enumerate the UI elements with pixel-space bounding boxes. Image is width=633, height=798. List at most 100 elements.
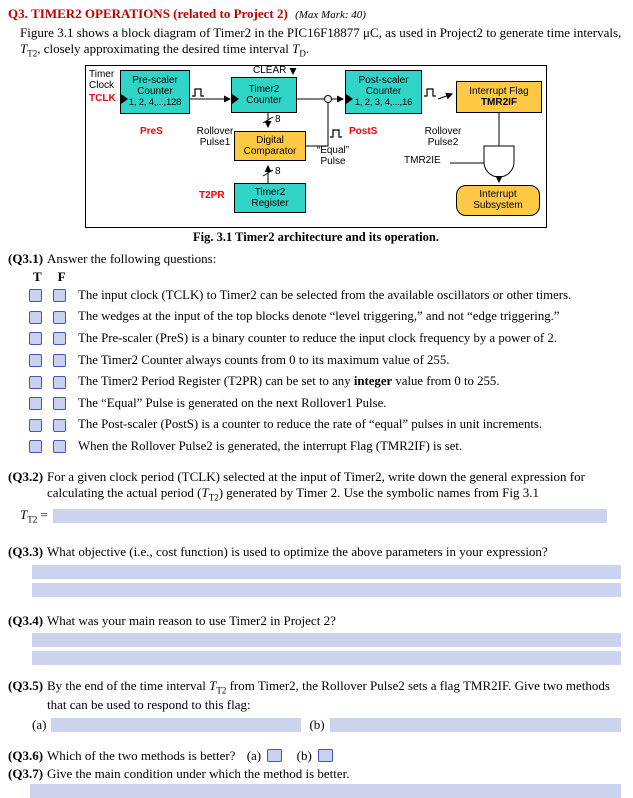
question-number: Q3. — [8, 6, 28, 21]
q35-question: (Q3.5) By the end of the time interval T… — [8, 678, 610, 712]
false-checkbox[interactable] — [53, 375, 66, 389]
clear-label: CLEAR — [253, 64, 287, 76]
bus-width-8: 8 — [275, 165, 281, 177]
tf-row: The Timer2 Counter always counts from 0 … — [8, 353, 625, 369]
pulse-icon — [192, 88, 204, 97]
q35-a-label: (a) — [32, 716, 47, 732]
t2pr-label: T2PR — [199, 189, 225, 201]
q36-question: (Q3.6) Which of the two methods is bette… — [8, 748, 625, 764]
false-checkbox[interactable] — [53, 332, 66, 346]
digital-comparator-box: Digital Comparator — [234, 130, 306, 161]
q31-label: (Q3.1) — [8, 251, 44, 267]
tf-row: The input clock (TCLK) to Timer2 can be … — [8, 288, 625, 304]
statement-text: The Timer2 Counter always counts from 0 … — [78, 352, 450, 367]
q34-question: (Q3.4) What was your main reason to use … — [8, 612, 336, 628]
pres-label: PreS — [140, 125, 163, 137]
false-column-header: F — [57, 268, 66, 284]
max-mark: (Max Mark: 40) — [295, 9, 366, 21]
false-checkbox[interactable] — [53, 353, 66, 367]
figure-caption: Fig. 3.1 Timer2 architecture and its ope… — [193, 229, 439, 244]
q32-label: (Q3.2) — [8, 468, 44, 484]
tf-row: When the Rollover Pulse2 is generated, t… — [8, 439, 625, 455]
false-checkbox[interactable] — [53, 310, 66, 324]
q32-answer-row: TT2 = — [20, 507, 607, 526]
tf-row: The “Equal” Pulse is generated on the ne… — [8, 396, 625, 412]
q32-question: (Q3.2) For a given clock period (TCLK) s… — [8, 468, 585, 503]
timer2-register-box: Timer2 Register — [234, 182, 306, 213]
q34-answer-line-2[interactable] — [32, 651, 621, 666]
tf-row: The Post-scaler (PostS) is a counter to … — [8, 417, 625, 433]
interrupt-subsystem-box: Interrupt Subsystem — [456, 184, 540, 216]
statement-text: The Pre-scaler (PreS) is a binary counte… — [78, 331, 557, 346]
false-checkbox[interactable] — [53, 397, 66, 411]
method-a-checkbox[interactable] — [267, 748, 283, 762]
q33-answer-line-1[interactable] — [32, 564, 621, 579]
tmr2ie-label: TMR2IE — [404, 154, 441, 166]
bus-width-8: 8 — [275, 113, 281, 125]
q35-label: (Q3.5) — [8, 678, 44, 694]
true-column-header: T — [33, 268, 42, 284]
q36-label: (Q3.6) — [8, 747, 44, 763]
pulse-icon — [330, 129, 342, 138]
exam-page: Q3. TIMER2 OPERATIONS (related to Projec… — [8, 6, 625, 798]
intro-text: Figure 3.1 shows a block diagram of Time… — [20, 25, 622, 59]
postscaler-counter-box: Post-scaler Counter 1, 2, 3, 4,...,16 — [345, 69, 422, 114]
question-heading: TIMER2 OPERATIONS (related to Project 2) — [31, 6, 288, 21]
tf-row: The Pre-scaler (PreS) is a binary counte… — [8, 331, 625, 347]
tf-row: The wedges at the input of the top block… — [8, 309, 625, 325]
input-wedge-icon — [232, 93, 239, 104]
q31-statements: The input clock (TCLK) to Timer2 can be … — [8, 288, 625, 455]
true-checkbox[interactable] — [29, 375, 42, 389]
pulse-icon — [424, 88, 436, 97]
tclk-label: TCLK — [89, 92, 116, 104]
method-b-checkbox[interactable] — [318, 748, 334, 762]
q34-answer-line-1[interactable] — [32, 633, 621, 648]
interrupt-flag-box: Interrupt Flag TMR2IF — [456, 80, 542, 113]
q32-answer-label: TT2 = — [20, 507, 48, 525]
q32-answer-blank[interactable] — [52, 509, 607, 524]
q37-label: (Q3.7) — [8, 765, 44, 781]
and-gate-icon — [483, 145, 515, 178]
q34-answer-area — [32, 633, 621, 666]
true-checkbox[interactable] — [29, 440, 42, 454]
timer2-counter-box: Timer2 Counter — [231, 76, 297, 113]
true-checkbox[interactable] — [29, 332, 42, 346]
true-checkbox[interactable] — [29, 353, 42, 367]
statement-text: The Timer2 Period Register (T2PR) can be… — [78, 374, 500, 389]
statement-text: The “Equal” Pulse is generated on the ne… — [78, 395, 387, 410]
q35-answer-b[interactable] — [329, 717, 621, 732]
q33-question: (Q3.3) What objective (i.e., cost functi… — [8, 543, 548, 559]
posts-label: PostS — [349, 125, 378, 137]
statement-text: The input clock (TCLK) to Timer2 can be … — [78, 287, 572, 302]
true-checkbox[interactable] — [29, 310, 42, 324]
false-checkbox[interactable] — [53, 418, 66, 432]
input-wedge-icon — [346, 93, 353, 104]
tf-row: The Timer2 Period Register (T2PR) can be… — [8, 374, 625, 390]
diagram-connectors — [190, 67, 515, 183]
equal-pulse-label: “Equal”Pulse — [316, 144, 350, 167]
statement-text: The Post-scaler (PostS) is a counter to … — [78, 417, 543, 432]
true-checkbox[interactable] — [29, 397, 42, 411]
false-checkbox[interactable] — [53, 440, 66, 454]
q37-question: (Q3.7) Give the main condition under whi… — [8, 765, 350, 781]
q34-label: (Q3.4) — [8, 612, 44, 628]
q31-prompt: (Q3.1) Answer the following questions: — [8, 251, 217, 267]
statement-text: When the Rollover Pulse2 is generated, t… — [78, 439, 463, 454]
q35-answer-a[interactable] — [51, 717, 302, 732]
input-wedge-icon — [121, 93, 128, 104]
q35-answer-row: (a) (b) — [32, 717, 621, 733]
q37-answer-line[interactable] — [30, 784, 621, 798]
q33-answer-line-2[interactable] — [32, 582, 621, 597]
false-checkbox[interactable] — [53, 289, 66, 303]
q33-answer-area — [32, 564, 621, 597]
timer2-block-diagram: Pre-scaler Counter 1, 2, 4,...,128 Timer… — [85, 64, 547, 228]
statement-text: The wedges at the input of the top block… — [78, 309, 560, 324]
true-checkbox[interactable] — [29, 418, 42, 432]
true-checkbox[interactable] — [29, 289, 42, 303]
q36-b-label: (b) — [296, 747, 312, 763]
question-title: Q3. TIMER2 OPERATIONS (related to Projec… — [8, 6, 625, 22]
